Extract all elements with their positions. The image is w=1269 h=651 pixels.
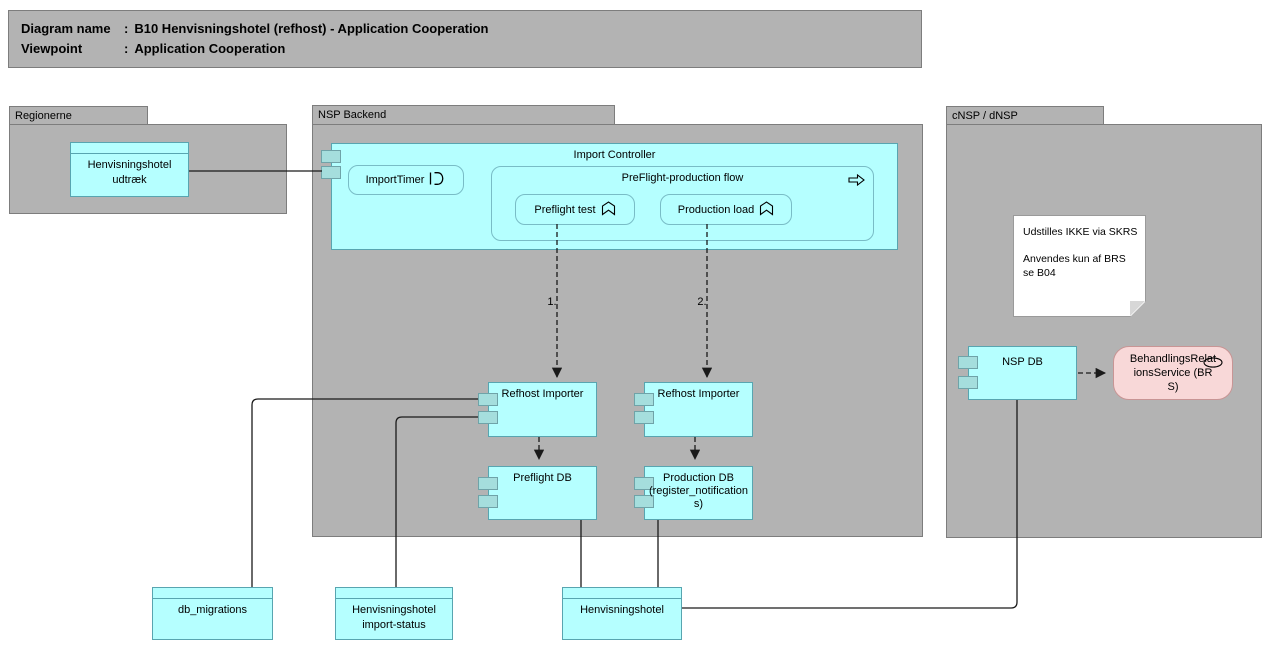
note-skrs: Udstilles IKKE via SKRS Anvendes kun af …	[1013, 215, 1146, 317]
node-henvisningshotel: Henvisningshotel	[562, 587, 682, 640]
group-label-cnsp-dnsp: cNSP / dNSP	[952, 109, 1018, 122]
node-nsp-db: NSP DB	[958, 346, 1077, 400]
port-icon	[321, 150, 341, 163]
note-line: Udstilles IKKE via SKRS	[1023, 226, 1138, 238]
function-chevron-icon	[759, 200, 774, 219]
flow-step-2-label: 2.	[697, 296, 707, 308]
node-preflight-db: Preflight DB	[478, 466, 597, 520]
node-label: Production load	[677, 203, 755, 216]
port-icon	[478, 411, 498, 424]
node-henvisningshotel-import-status: Henvisningshotel import-status	[335, 587, 453, 640]
node-label: PreFlight-production flow	[621, 172, 744, 184]
diagram-title-block: Diagram name: B10 Henvisningshotel (refho…	[8, 10, 922, 68]
viewpoint-label: Viewpoint	[21, 41, 83, 56]
port-icon	[958, 356, 978, 369]
node-brs-service: BehandlingsRelationsService (BRS)	[1113, 346, 1233, 400]
node-production-db: Production DB (register_notifications)	[634, 466, 753, 520]
diagram-name-row: Diagram name: B10 Henvisningshotel (refho…	[21, 19, 921, 39]
node-refhost-importer-2: Refhost Importer	[634, 382, 753, 437]
group-tab-cnsp-dnsp: cNSP / dNSP	[946, 106, 1104, 124]
group-label-nsp-backend: NSP Backend	[318, 109, 387, 121]
colon: :	[124, 41, 129, 56]
node-label: Henvisningshotel	[580, 604, 664, 616]
data-object-band	[153, 588, 272, 599]
node-label: Preflight DB	[513, 472, 572, 484]
node-label: Refhost Importer	[501, 388, 584, 400]
node-label: ImportTimer	[365, 174, 425, 186]
note-line: Anvendes kun af BRS	[1023, 253, 1126, 265]
node-label: db_migrations	[177, 604, 248, 616]
flow-step-1-label: 1.	[547, 296, 557, 308]
node-label: Henvisningshotel udtræk	[87, 159, 172, 186]
port-icon	[478, 495, 498, 508]
group-label-regionerne: Regionerne	[15, 109, 72, 122]
port-icon	[958, 376, 978, 389]
node-label: Import Controller	[573, 149, 656, 161]
port-icon	[634, 411, 654, 424]
node-label: Refhost Importer	[657, 388, 740, 400]
viewpoint-value: Application Cooperation	[134, 41, 286, 56]
node-label: NSP DB	[1002, 356, 1043, 368]
node-preflight-production-flow: PreFlight-production flow Preflight test…	[491, 166, 874, 241]
event-icon	[429, 172, 446, 188]
node-production-load: Production load	[660, 194, 792, 225]
data-object-band	[563, 588, 681, 599]
node-refhost-importer-1: Refhost Importer	[478, 382, 597, 437]
data-object-band	[71, 143, 188, 154]
note-line: se B04	[1023, 267, 1056, 279]
node-label: Production DB (register_notifications)	[648, 472, 749, 510]
group-tab-regionerne: Regionerne	[9, 106, 148, 124]
port-icon	[478, 477, 498, 490]
group-tab-nsp-backend: NSP Backend	[312, 105, 615, 124]
node-import-controller: Import Controller ImportTimer PreFlight-…	[321, 143, 898, 250]
node-henvisningshotel-udtraek: Henvisningshotel udtræk	[70, 142, 189, 197]
node-label: Henvisningshotel import-status	[352, 604, 436, 631]
viewpoint-row: Viewpoint: Application Cooperation	[21, 39, 921, 59]
function-chevron-icon	[601, 200, 616, 219]
port-icon	[634, 393, 654, 406]
colon: :	[124, 21, 129, 36]
diagram-name-value: B10 Henvisningshotel (refhost) - Applica…	[134, 21, 489, 36]
service-ellipse-icon	[1203, 355, 1223, 373]
diagram-name-label: Diagram name	[21, 21, 111, 36]
port-icon	[634, 495, 654, 508]
folded-corner-icon	[1130, 301, 1146, 317]
note-blank-line	[1023, 239, 1145, 252]
group-body-cnsp-dnsp	[946, 124, 1262, 538]
data-object-band	[336, 588, 452, 599]
port-icon	[478, 393, 498, 406]
node-db-migrations: db_migrations	[152, 587, 273, 640]
node-preflight-test: Preflight test	[515, 194, 635, 225]
node-import-timer: ImportTimer	[348, 165, 464, 195]
process-arrow-icon	[848, 173, 865, 189]
node-label: Preflight test	[534, 203, 596, 216]
port-icon	[321, 166, 341, 179]
node-label: BehandlingsRelationsService (BRS)	[1129, 353, 1217, 393]
port-icon	[634, 477, 654, 490]
